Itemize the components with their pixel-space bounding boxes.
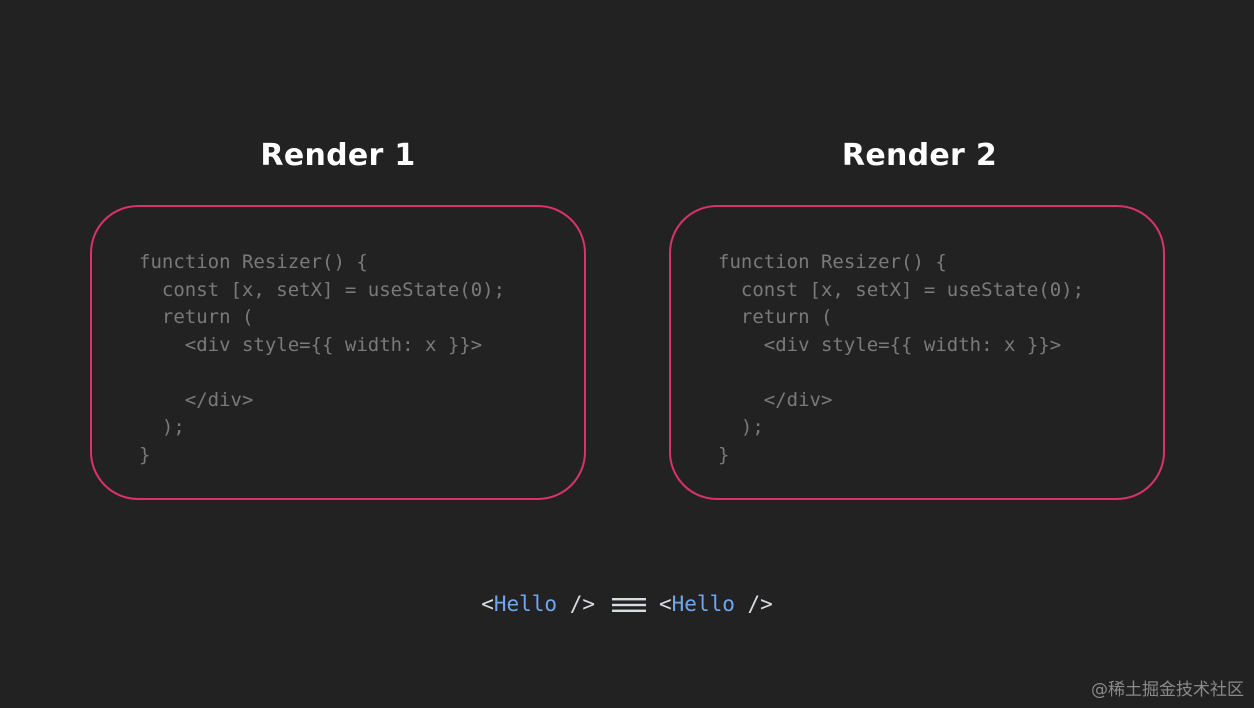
code-line: } xyxy=(718,443,730,466)
code-box: function Resizer() { const [x, setX] = u… xyxy=(90,205,586,500)
code-line: const [x, setX] = useState(0); xyxy=(139,278,506,301)
equality-expression: <Hello /><Hello /> xyxy=(0,590,1254,618)
code-line: } xyxy=(139,443,151,466)
code-line: </div> xyxy=(718,388,833,411)
code-block: function Resizer() { const [x, setX] = u… xyxy=(139,249,505,469)
code-line: <div style={{ width: x }}> xyxy=(718,333,1062,356)
render-panel-2: Render 2 function Resizer() { const [x, … xyxy=(669,138,1169,500)
code-line: return ( xyxy=(139,306,254,328)
render-title: Render 2 xyxy=(841,138,998,173)
code-line xyxy=(139,359,505,387)
code-line: ); xyxy=(139,416,185,438)
left-close-bracket: /> xyxy=(557,592,595,616)
identity-icon xyxy=(612,598,646,612)
code-line: function Resizer() { xyxy=(718,251,947,273)
code-line xyxy=(718,359,1084,387)
code-line: function Resizer() { xyxy=(139,251,368,273)
right-close-bracket: /> xyxy=(734,592,773,616)
right-component-name: Hello xyxy=(671,592,735,616)
left-component-name: Hello xyxy=(493,592,558,616)
code-line: const [x, setX] = useState(0); xyxy=(718,278,1085,301)
watermark: @稀土掘金技术社区 xyxy=(1091,680,1244,700)
code-block: function Resizer() { const [x, setX] = u… xyxy=(718,249,1084,469)
code-box: function Resizer() { const [x, setX] = u… xyxy=(669,205,1165,500)
right-open-bracket: < xyxy=(659,592,672,616)
render-panel-1: Render 1 function Resizer() { const [x, … xyxy=(90,138,590,500)
left-open-bracket: < xyxy=(481,592,494,616)
code-line: ); xyxy=(718,416,764,438)
code-line: <div style={{ width: x }}> xyxy=(139,333,483,356)
code-line: return ( xyxy=(718,306,833,328)
render-title: Render 1 xyxy=(260,138,416,173)
code-line: </div> xyxy=(139,388,254,411)
